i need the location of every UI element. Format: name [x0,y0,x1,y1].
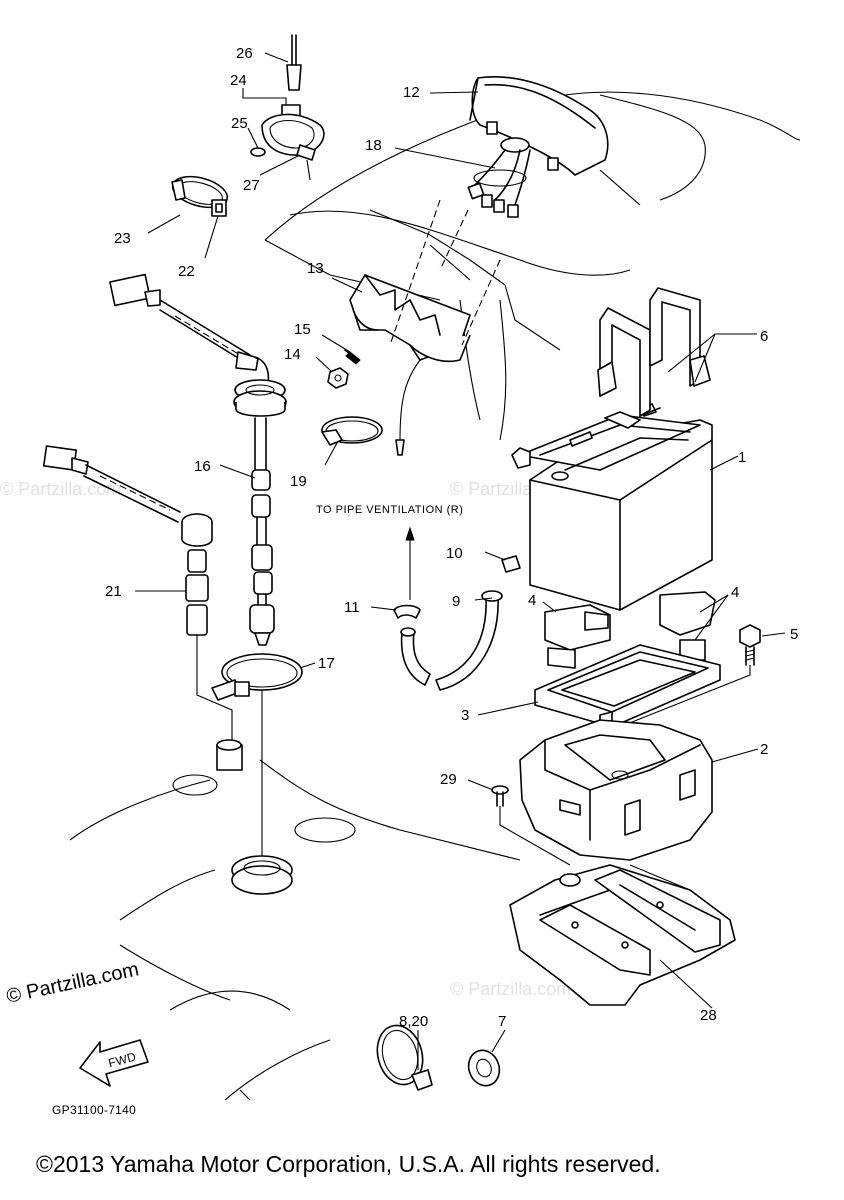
callout-13: 13 [307,260,324,277]
callout-6: 6 [760,328,768,345]
copyright: ©2013 Yamaha Motor Corporation, U.S.A. A… [36,1151,661,1177]
part-2-battery-box[interactable] [519,719,713,861]
callout-24: 24 [230,72,247,89]
callout-19: 19 [290,473,307,490]
part-25-washer[interactable] [250,147,266,157]
callout-26: 26 [236,45,253,62]
part-19-clamp[interactable] [321,416,383,446]
callout-29: 29 [440,771,457,788]
callout-15: 15 [294,321,311,338]
arrow-up-icon [405,526,415,541]
leader-lines [135,52,786,1070]
part-18-harness[interactable] [467,149,531,218]
callout-1: 1 [738,449,746,466]
part-8-20-clamp[interactable] [371,1020,433,1091]
callout-28: 28 [700,1007,717,1024]
nut-icon [547,157,559,171]
part-4-pad[interactable] [544,591,716,669]
part-12-meter[interactable] [469,76,609,176]
watermark-faint: © Partzilla.com [0,479,121,499]
hull-fitting [216,739,293,895]
part-14-nut[interactable] [327,367,349,389]
part-17-clamp[interactable] [211,653,303,701]
part-16-sensor[interactable] [109,273,287,646]
callout-14: 14 [284,346,301,363]
callout-9: 9 [452,593,460,610]
part-28-base[interactable] [509,864,736,1006]
part-5-bolt[interactable] [611,624,761,731]
callout-5: 5 [790,626,798,643]
part-22-cable-tie[interactable] [169,171,230,217]
callout-21: 21 [105,583,122,600]
part-9-hose[interactable] [435,590,503,691]
part-26-pin[interactable] [286,34,302,91]
callout-11: 11 [344,599,360,616]
part-13-bracket[interactable] [349,274,471,363]
part-1-battery[interactable] [511,403,713,611]
callout-22: 22 [178,263,195,280]
callout-18: 18 [365,137,382,154]
fwd-arrow-icon: FWD [79,1039,149,1087]
part-24-clamp[interactable] [261,104,325,161]
watermark: © Partzilla.com [4,958,140,1008]
callout-27: 27 [243,177,260,194]
part-27-strap [306,159,311,181]
callout-23: 23 [114,230,131,247]
part-3-mat[interactable] [534,644,721,728]
part-10-fitting[interactable] [501,555,521,573]
part-21-sensor[interactable] [42,445,233,745]
ventilation-note: TO PIPE VENTILATION (R) [316,504,463,516]
part-7-grommet[interactable] [464,1046,505,1090]
callout-8-20: 8,20 [399,1013,428,1030]
callout-4: 4 [731,584,739,601]
callout-25: 25 [231,115,248,132]
callout-16: 16 [194,458,211,475]
callout-7: 7 [498,1013,506,1030]
nut-icon [486,121,498,135]
callout-12: 12 [403,84,420,101]
callout-2: 2 [760,741,768,758]
callout-labels: 1 2 3 4 4 5 6 7 8,20 9 10 11 12 13 14 15… [105,45,798,1030]
callout-3: 3 [461,707,469,724]
callout-10: 10 [446,545,463,562]
callout-4: 4 [528,592,536,609]
part-11-hose[interactable] [393,604,431,686]
callout-17: 17 [318,655,335,672]
watermark-faint: © Partzilla.com [450,979,571,999]
part-15-screw[interactable] [344,349,361,365]
diagram-code: GP31100-7140 [52,1103,136,1117]
